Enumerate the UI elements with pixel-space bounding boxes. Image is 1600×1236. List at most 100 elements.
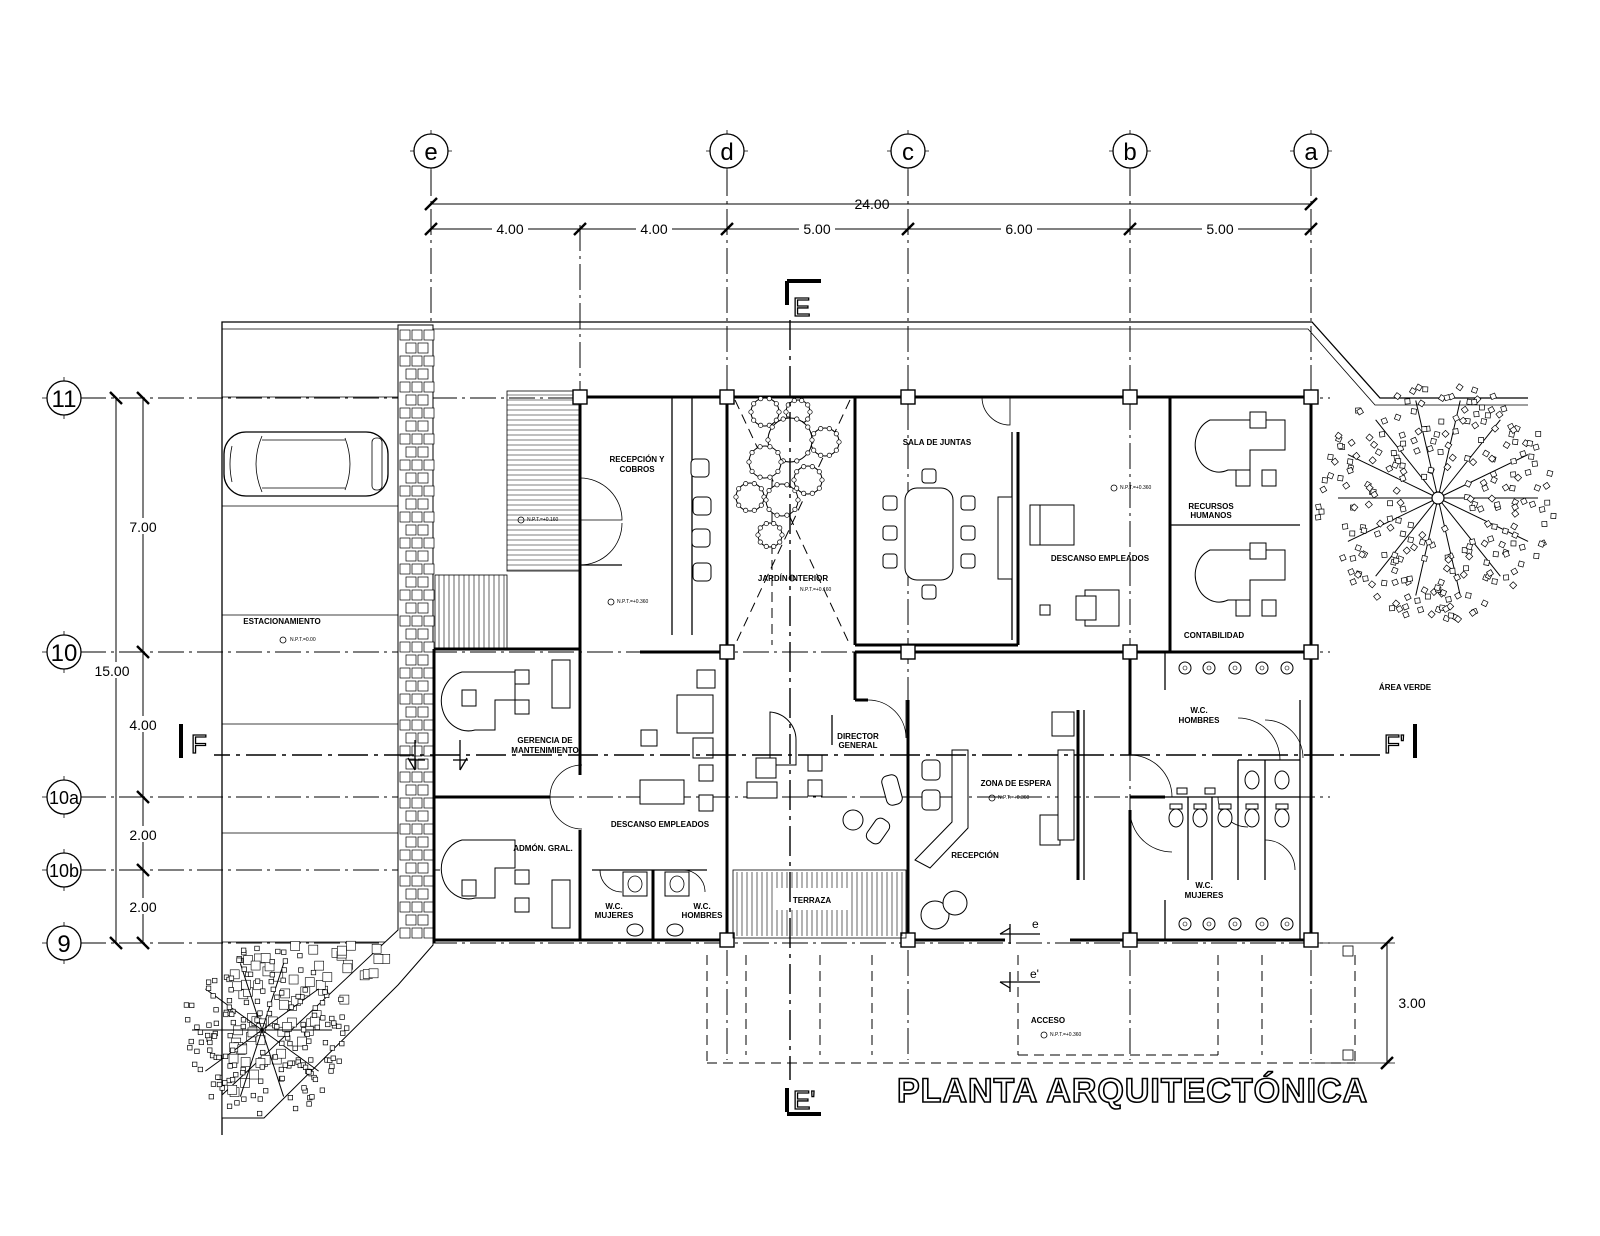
leaf xyxy=(1404,398,1411,405)
leaf xyxy=(1487,405,1496,414)
leaf xyxy=(279,990,285,996)
axis-bubble-10: 10 xyxy=(42,631,86,673)
leaf xyxy=(1413,447,1421,455)
leaf xyxy=(210,993,216,999)
toilet-tank xyxy=(1218,803,1232,810)
leaf xyxy=(247,971,254,977)
leaf xyxy=(240,1070,246,1076)
section-mark-e-prime-small: e' xyxy=(1030,967,1039,981)
trunk xyxy=(1431,491,1445,505)
section-line-F: F F' xyxy=(179,724,1417,771)
drain xyxy=(1232,921,1238,927)
stone xyxy=(417,576,429,588)
leaf xyxy=(1399,505,1407,513)
stone xyxy=(411,693,423,705)
leaf xyxy=(736,502,742,508)
leaf xyxy=(1336,442,1344,450)
leaf xyxy=(222,1080,228,1086)
stone xyxy=(411,745,423,757)
toilet-icon xyxy=(626,923,644,937)
axis-label-e: e xyxy=(424,139,437,166)
leaf xyxy=(1480,599,1489,608)
leaf xyxy=(207,1039,213,1046)
stone xyxy=(405,628,417,640)
leaf xyxy=(241,966,247,972)
stone xyxy=(411,771,423,783)
leaf xyxy=(767,444,773,450)
axis-bubble-a: a xyxy=(1290,130,1332,172)
leaf xyxy=(268,978,274,985)
leaf xyxy=(763,521,769,527)
stone xyxy=(399,927,411,939)
leaf xyxy=(1511,503,1519,511)
stone xyxy=(314,960,324,971)
chair-icon xyxy=(692,562,712,582)
stone xyxy=(411,485,423,497)
room-label-admon: ADMÓN. GRAL. xyxy=(513,844,573,853)
stone xyxy=(423,459,435,471)
urinal-icon xyxy=(1176,787,1188,795)
leaf xyxy=(826,426,832,432)
stone xyxy=(399,771,411,783)
stone xyxy=(243,955,253,965)
leaf xyxy=(757,444,763,450)
stone xyxy=(417,550,429,562)
axis-bubble-10a: 10a xyxy=(42,776,86,818)
leaf xyxy=(1368,580,1377,589)
leaf xyxy=(192,1061,198,1067)
leaf xyxy=(1330,457,1339,466)
leaf xyxy=(1427,610,1436,619)
leaf xyxy=(1470,386,1479,394)
leaf xyxy=(344,1025,350,1031)
leaf xyxy=(1447,612,1455,619)
toilet-icon xyxy=(1168,808,1184,828)
leaf xyxy=(1420,586,1429,595)
leaf xyxy=(1491,523,1498,530)
leaf xyxy=(1455,383,1464,392)
leaf xyxy=(766,488,772,494)
leaf xyxy=(266,1010,273,1017)
stone xyxy=(417,472,429,484)
leaf xyxy=(1349,578,1357,586)
leaf xyxy=(795,497,801,503)
leaf xyxy=(1391,566,1399,575)
leaf xyxy=(771,543,777,549)
leaf xyxy=(1483,559,1490,566)
leaf xyxy=(1416,606,1425,614)
stone xyxy=(337,945,347,956)
shrub-left-icon xyxy=(183,945,350,1117)
chair-icon xyxy=(960,525,976,541)
leaf xyxy=(1421,426,1428,433)
chair-icon xyxy=(921,584,937,600)
leaf xyxy=(818,452,824,458)
stone xyxy=(411,433,423,445)
leaf xyxy=(292,1045,298,1051)
leaf xyxy=(749,468,755,474)
leaf xyxy=(1393,413,1402,422)
leaf xyxy=(302,987,308,993)
parking-area: ESTACIONAMIENTO N.P.T.=0.00 xyxy=(222,396,398,943)
leaf xyxy=(1390,450,1397,457)
leaf xyxy=(1512,438,1519,446)
dim-span-5: 5.00 xyxy=(1206,221,1233,237)
axis-label-d: d xyxy=(720,139,733,166)
leaf xyxy=(1418,531,1427,540)
leaf xyxy=(1408,387,1417,395)
leaf xyxy=(331,1020,337,1026)
stone xyxy=(411,875,423,887)
leaf xyxy=(792,506,798,512)
leaf xyxy=(1387,500,1393,507)
leaf xyxy=(784,482,790,488)
leaf xyxy=(229,1011,235,1017)
leaf xyxy=(1356,407,1364,416)
leaf xyxy=(1528,453,1535,460)
leaf xyxy=(266,1001,273,1007)
leaf xyxy=(811,431,817,437)
interior-garden: JARDÍN INTERIOR N.P.T.=+0.160 xyxy=(733,396,851,646)
leaf xyxy=(1454,591,1462,600)
leaf xyxy=(1385,464,1394,473)
stone xyxy=(282,1022,292,1032)
leaf xyxy=(1498,540,1506,549)
leaf xyxy=(206,979,212,985)
leaf xyxy=(1464,480,1472,488)
